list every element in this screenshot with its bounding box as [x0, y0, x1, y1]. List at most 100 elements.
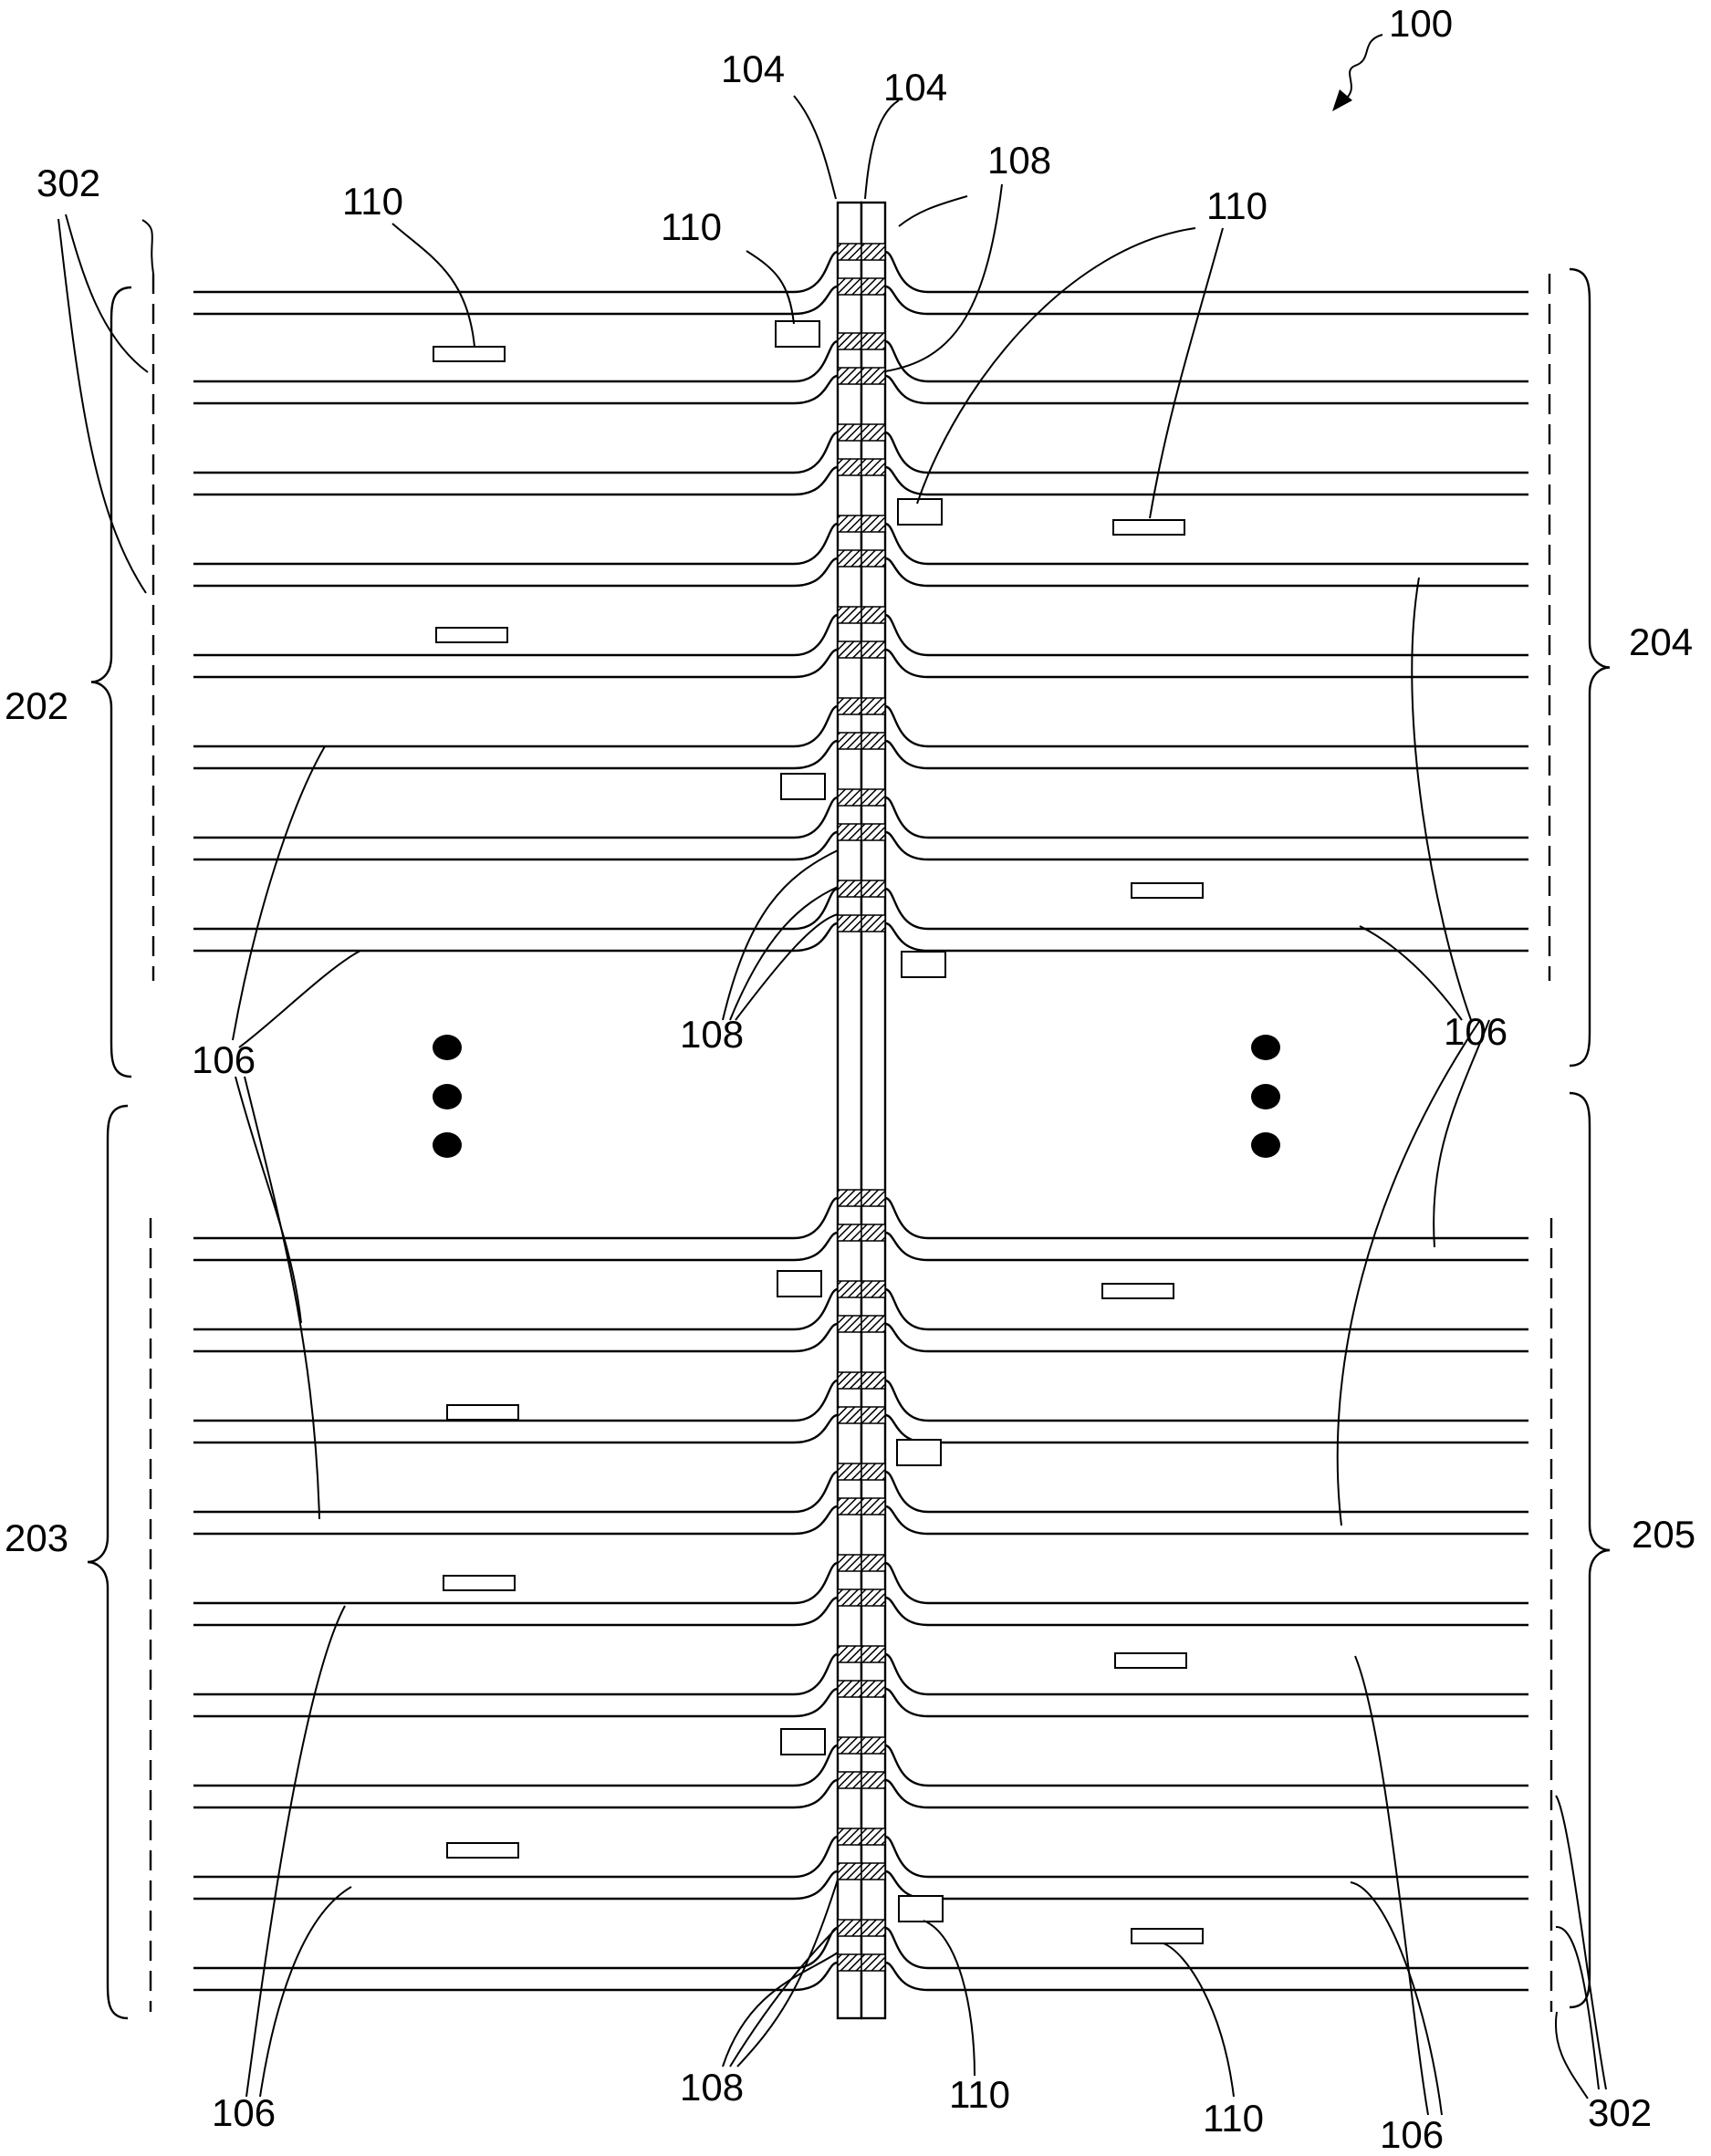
lower-segment-left-3-0	[837, 1463, 862, 1481]
leader-104a	[793, 95, 837, 200]
lower-segment-left-8-1	[837, 1953, 862, 1972]
upper-segment-right-0-1	[861, 277, 886, 296]
lower-fiber-left-8-a	[193, 1926, 839, 1970]
leader-106-l2a	[235, 1076, 302, 1324]
ellipsis-dot-0	[433, 1035, 462, 1060]
upper-fiber-right-1-a	[884, 339, 1528, 383]
upper-segment-right-2-0	[861, 423, 886, 442]
upper-fiber-right-5-a	[884, 704, 1528, 748]
label-106-right-upper: 106	[1444, 1010, 1508, 1053]
upper-fiber-right-0-a	[884, 250, 1528, 294]
component-110-box-14	[897, 498, 943, 526]
ellipsis-dot-2	[433, 1132, 462, 1158]
upper-segment-right-5-1	[861, 732, 886, 750]
component-110-box-3	[443, 1575, 516, 1591]
lower-segment-right-2-1	[861, 1406, 886, 1424]
ellipsis-dot-1	[433, 1084, 462, 1109]
upper-segment-right-0-0	[861, 243, 886, 261]
lower-segment-right-1-0	[861, 1280, 886, 1298]
leader-302-top-2	[57, 218, 147, 594]
upper-fiber-left-5-a	[193, 704, 839, 748]
upper-fiber-right-1-b	[884, 374, 1528, 405]
lower-fiber-right-8-a	[884, 1926, 1528, 1970]
upper-segment-left-5-0	[837, 697, 862, 715]
component-110-box-4	[446, 1842, 519, 1859]
upper-fiber-left-2-b	[193, 465, 839, 496]
label-302-top: 302	[37, 161, 100, 204]
upper-segment-left-2-0	[837, 423, 862, 442]
leader-108-mid-c	[735, 913, 839, 1021]
ellipsis-dot-4	[1251, 1084, 1280, 1109]
leader-302-bot-a	[1555, 1795, 1607, 2090]
lower-fiber-left-7-a	[193, 1835, 839, 1879]
lower-fiber-left-6-b	[193, 1778, 839, 1809]
label-110-b: 110	[661, 205, 722, 248]
lower-fiber-right-5-a	[884, 1652, 1528, 1696]
upper-segment-left-4-1	[837, 641, 862, 659]
lower-segment-left-5-0	[837, 1645, 862, 1663]
lower-segment-right-4-1	[861, 1588, 886, 1607]
upper-fiber-right-3-b	[884, 557, 1528, 588]
upper-fiber-right-7-b	[884, 922, 1528, 953]
leader-110-b	[746, 250, 795, 325]
component-110-box-11	[1101, 1283, 1174, 1299]
lower-fiber-left-1-b	[193, 1322, 839, 1353]
upper-segment-left-3-1	[837, 549, 862, 568]
lower-segment-left-3-1	[837, 1497, 862, 1515]
upper-segment-right-1-1	[861, 367, 886, 385]
leader-110-c1	[916, 227, 1196, 505]
leader-106-bl-a	[259, 1886, 352, 2098]
upper-fiber-left-1-a	[193, 339, 839, 383]
label-110-bottom-a: 110	[949, 2073, 1010, 2116]
upper-segment-right-6-0	[861, 788, 886, 807]
lower-fiber-left-5-b	[193, 1687, 839, 1718]
connection-segments-108	[837, 243, 886, 1972]
brace-204	[1569, 267, 1611, 1068]
leader-108-bot-a	[722, 1952, 839, 2067]
label-108-mid: 108	[680, 1013, 744, 1056]
upper-segment-left-7-1	[837, 914, 862, 932]
ellipsis-dot-5	[1251, 1132, 1280, 1158]
upper-fiber-left-0-b	[193, 285, 839, 316]
upper-segment-right-3-0	[861, 515, 886, 533]
lower-fiber-right-4-a	[884, 1561, 1528, 1605]
upper-segment-right-1-0	[861, 332, 886, 350]
upper-segment-right-7-0	[861, 880, 886, 898]
label-104-a: 104	[721, 47, 785, 90]
lower-segment-left-8-0	[837, 1919, 862, 1937]
upper-segment-left-4-0	[837, 606, 862, 624]
leader-110-c2	[1149, 227, 1224, 519]
component-110-box-0	[433, 346, 506, 362]
leader-108-top-a	[898, 195, 968, 227]
label-108-bottom: 108	[680, 2066, 744, 2109]
upper-fiber-left-0-a	[193, 250, 839, 294]
lower-segment-right-3-0	[861, 1463, 886, 1481]
component-110-box-16	[896, 1439, 942, 1466]
lower-segment-right-7-1	[861, 1862, 886, 1880]
leader-106-l2b	[244, 1076, 320, 1520]
component-110-box-9	[1112, 519, 1185, 536]
label-100: 100	[1389, 2, 1453, 45]
lower-fiber-right-5-b	[884, 1687, 1528, 1718]
leader-lines	[57, 95, 1607, 2116]
upper-fiber-left-6-a	[193, 796, 839, 839]
leader-302-bot-b	[1555, 1925, 1600, 2090]
leader-106-r2a	[1433, 1019, 1490, 1248]
lower-fiber-right-0-a	[884, 1196, 1528, 1240]
central-bundle	[836, 201, 887, 2020]
leader-108-top-b	[884, 183, 1003, 372]
lower-fiber-right-1-a	[884, 1287, 1528, 1331]
label-104-b: 104	[883, 66, 947, 109]
upper-segment-left-3-0	[837, 515, 862, 533]
lower-segment-left-6-1	[837, 1771, 862, 1789]
label-205: 205	[1632, 1513, 1695, 1556]
upper-segment-right-6-1	[861, 823, 886, 841]
leader-108-mid-a	[722, 849, 839, 1021]
component-110-box-1	[435, 627, 508, 643]
lower-segment-right-0-0	[861, 1189, 886, 1207]
lower-segment-right-3-1	[861, 1497, 886, 1515]
upper-fiber-right-6-a	[884, 796, 1528, 839]
upper-fiber-right-3-a	[884, 522, 1528, 566]
lower-fiber-left-1-a	[193, 1287, 839, 1331]
